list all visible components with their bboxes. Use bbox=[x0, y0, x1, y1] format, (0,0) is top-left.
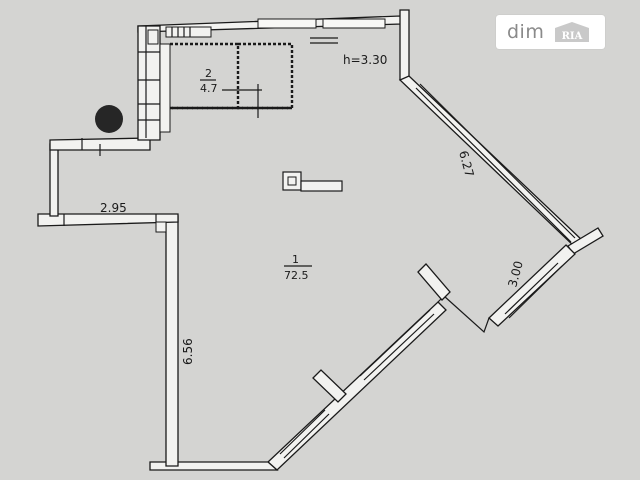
ria-logo: RIA bbox=[553, 20, 591, 44]
entrance-symbol bbox=[282, 171, 343, 192]
wall-left bbox=[165, 215, 179, 467]
top-wall-windows bbox=[165, 18, 386, 44]
dimension-top-left-wall: 2.95 bbox=[100, 201, 127, 215]
wall-right-short bbox=[488, 244, 576, 327]
wall-bathroom-left bbox=[137, 25, 161, 141]
room-2-area: 4.7 bbox=[200, 82, 218, 95]
ria-logo-text: RIA bbox=[562, 31, 583, 42]
wall-notch-stub bbox=[417, 263, 451, 301]
wall-left-horizontal bbox=[37, 213, 179, 227]
wall-bottom bbox=[149, 461, 279, 471]
room-1-area: 72.5 bbox=[284, 269, 309, 282]
wall-far-left bbox=[49, 143, 59, 217]
ceiling-height-label: h=3.30 bbox=[343, 53, 387, 67]
room-1-number: 1 bbox=[292, 253, 299, 266]
dimension-left-wall: 6.56 bbox=[181, 338, 195, 365]
wall-right-upper bbox=[399, 9, 410, 81]
watermark-brand-text: dim bbox=[507, 21, 545, 43]
wall-bottom-stub bbox=[312, 369, 347, 403]
riser-circle bbox=[95, 105, 123, 133]
dimension-right-diagonal-wall: 6.27 bbox=[456, 149, 476, 178]
dimension-right-short-wall: 3.00 bbox=[505, 259, 525, 288]
wall-notch bbox=[437, 295, 490, 334]
wall-right-diagonal bbox=[398, 75, 586, 249]
dim-ria-watermark: dim RIA bbox=[496, 15, 605, 49]
bottom-wall-windows bbox=[279, 309, 435, 459]
room-2-number: 2 bbox=[205, 67, 212, 80]
bathroom-partitions bbox=[170, 42, 294, 118]
